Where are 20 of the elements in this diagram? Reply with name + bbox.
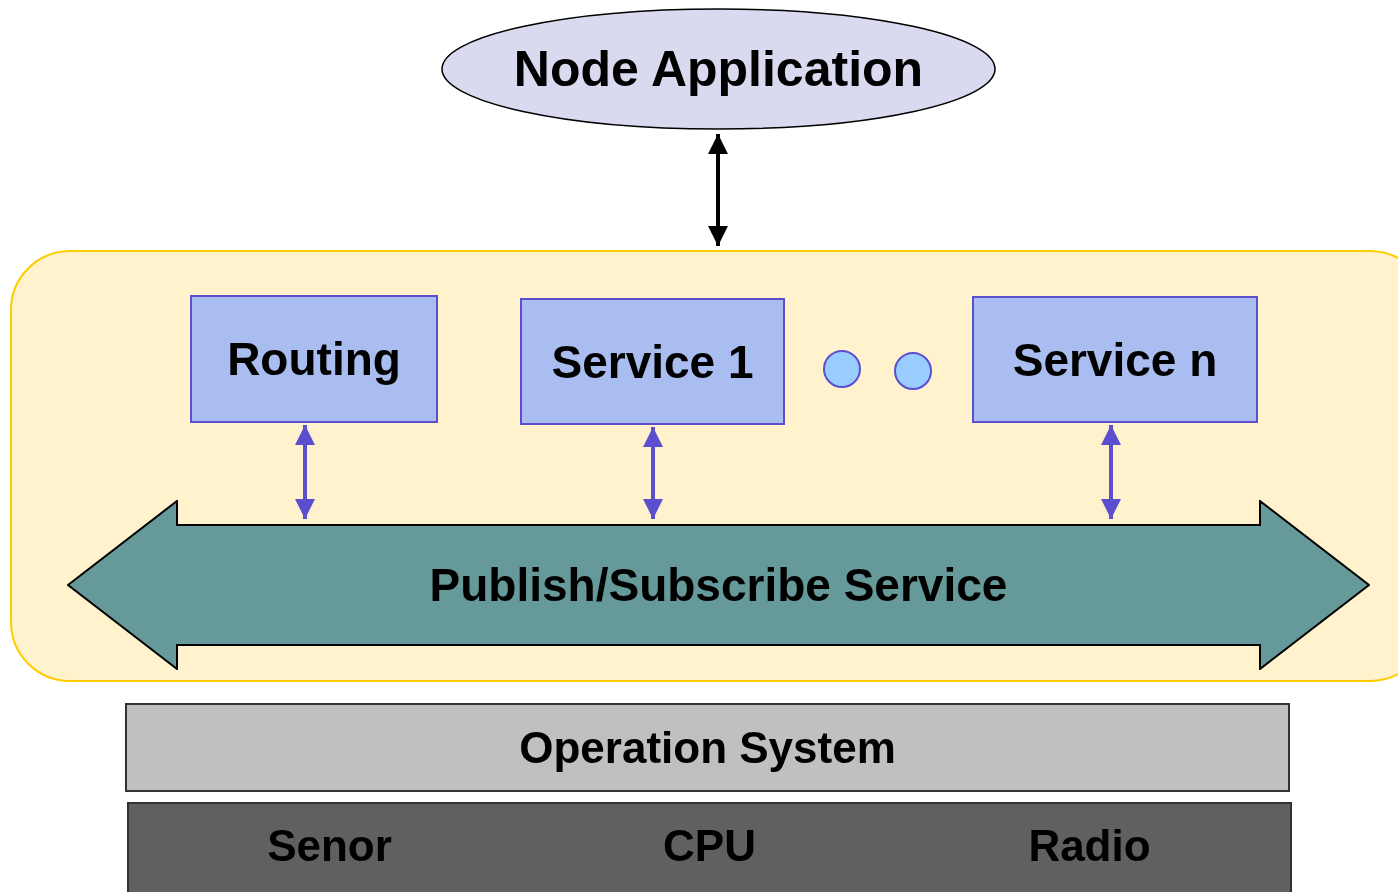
double-arrow — [708, 134, 728, 246]
os-layer-bar — [125, 703, 1290, 792]
bus-arrow-shape — [67, 500, 1370, 670]
component-box — [520, 298, 785, 425]
node-label: CPU — [662, 824, 757, 868]
middleware-panel — [10, 250, 1398, 682]
node-label: Radio — [1027, 824, 1152, 868]
component-box — [190, 295, 438, 423]
double-arrow — [295, 425, 315, 519]
node-label: Senor — [266, 824, 393, 868]
component-box — [972, 296, 1258, 423]
node-label: Operation System — [519, 725, 896, 770]
hardware-layer-bar — [127, 802, 1292, 892]
node-label: Node Application — [513, 44, 924, 94]
node-label: Publish/Subscribe Service — [429, 562, 1008, 608]
application-ellipse — [441, 8, 996, 130]
double-arrow — [1101, 425, 1121, 519]
node-label: Service n — [1012, 336, 1218, 383]
double-arrow — [643, 427, 663, 519]
node-label: Service 1 — [551, 338, 754, 385]
